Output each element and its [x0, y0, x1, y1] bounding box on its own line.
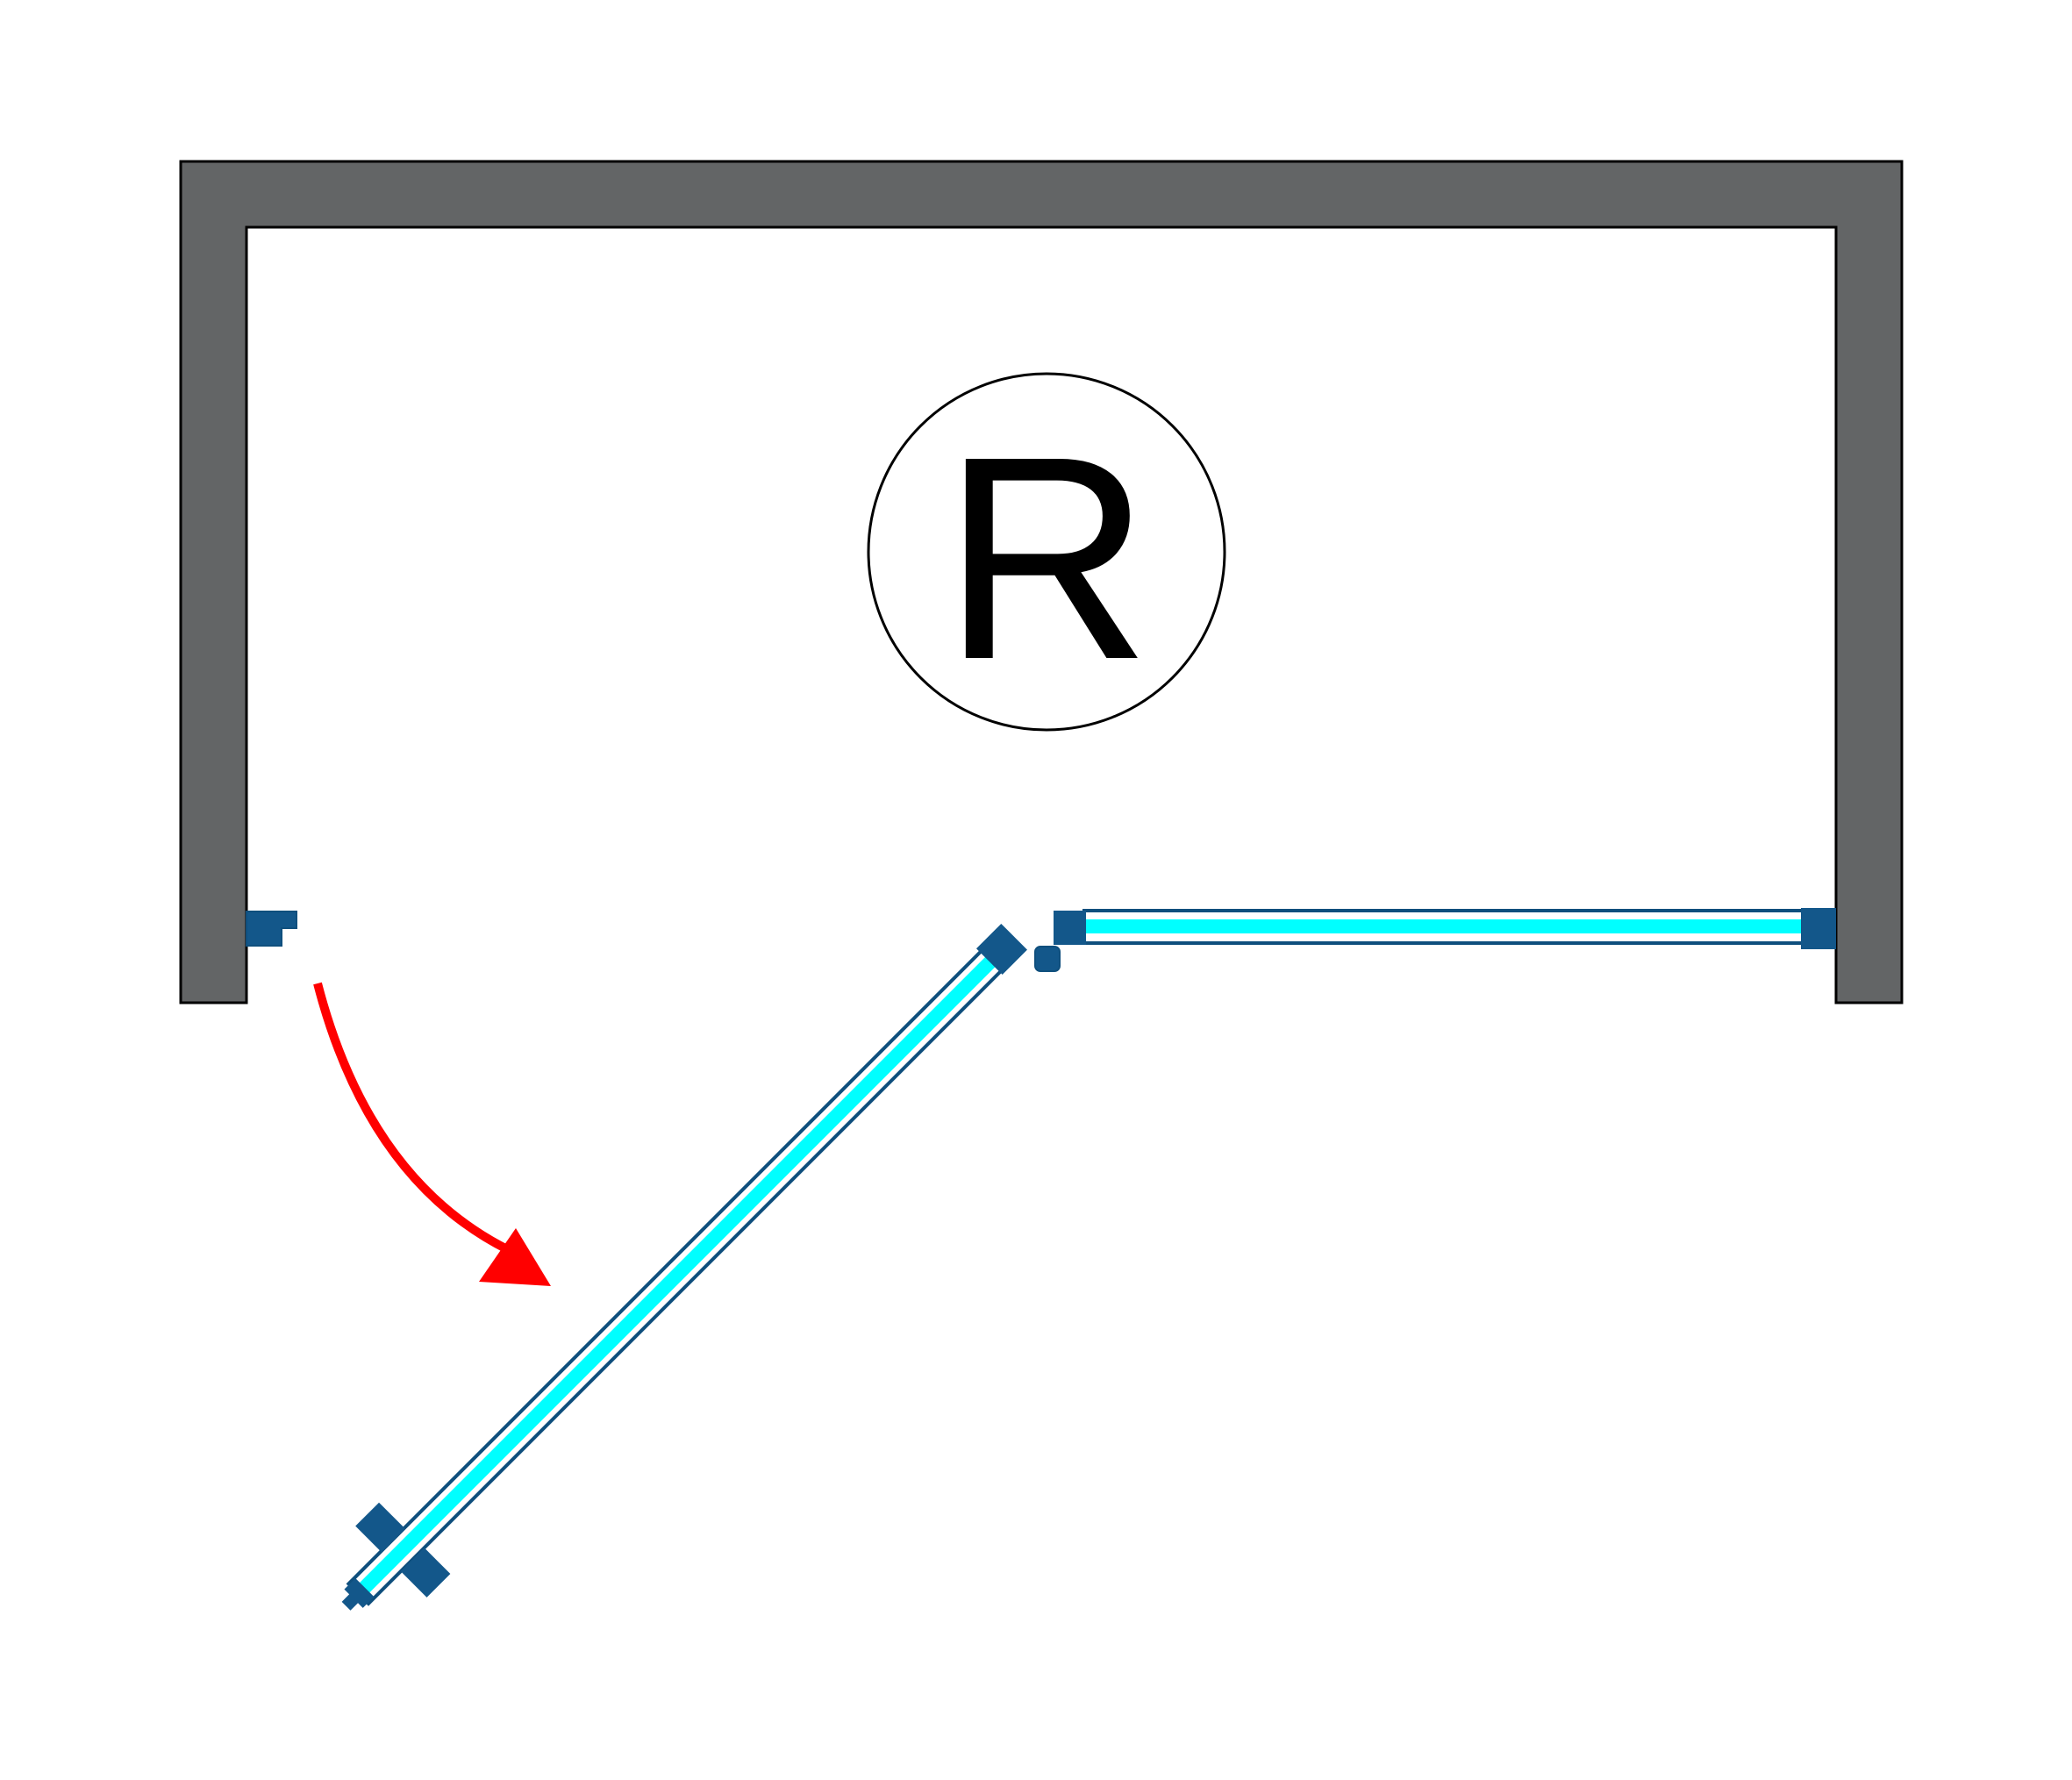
u-shaped-wall [179, 160, 1904, 1004]
marker-circle [867, 372, 1226, 732]
door-end-seal [344, 1577, 375, 1608]
swing-arrowhead [479, 1228, 551, 1286]
swing-arc [313, 982, 511, 1255]
hinged-glass-door-open [341, 923, 1027, 1611]
fixed-panel-wall-profile [1801, 908, 1836, 949]
door-hinge-profile [975, 923, 1027, 975]
door-swing-arrow [313, 982, 551, 1286]
fixed-glass-panel [1034, 908, 1836, 972]
fixed-panel-glass [1086, 919, 1803, 933]
marker-letter: R [942, 396, 1151, 719]
fixed-panel-left-profile [1054, 911, 1086, 945]
hinge-knuckle [1034, 946, 1061, 972]
left-door-catch-profile [246, 911, 297, 947]
door-glass [358, 940, 1011, 1594]
door-handle-upper [355, 1502, 405, 1553]
door-handle-lower [400, 1548, 451, 1598]
r-marker: R [867, 372, 1226, 732]
